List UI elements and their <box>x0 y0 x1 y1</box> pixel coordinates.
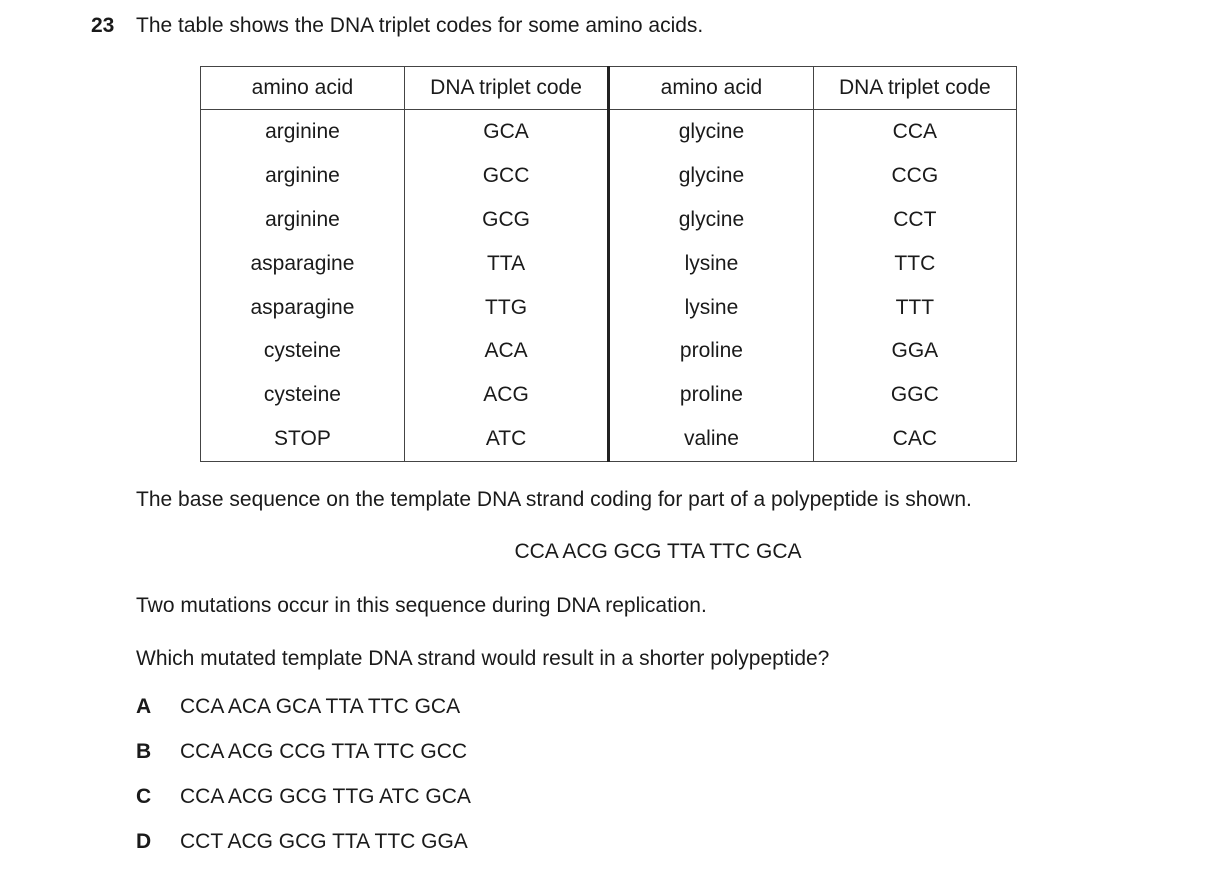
table-cell: CCG <box>812 153 1018 198</box>
table-cell: glycine <box>608 109 814 154</box>
option-text: CCA ACG GCG TTG ATC GCA <box>180 785 471 808</box>
table-cell: glycine <box>608 153 814 198</box>
table-cell: CCT <box>812 197 1018 242</box>
table-cell: GGA <box>812 329 1018 374</box>
table-cell: TTA <box>403 241 611 286</box>
triplet-code-table: amino acid DNA triplet code amino acid D… <box>200 66 1018 463</box>
table-row: asparagine TTA lysine TTC <box>200 241 1018 286</box>
table-cell: ATC <box>403 417 611 463</box>
mutation-statement: Two mutations occur in this sequence dur… <box>136 594 707 617</box>
table-row: STOP ATC valine CAC <box>200 417 1018 463</box>
table-cell: arginine <box>200 197 405 242</box>
table-cell: arginine <box>200 153 405 198</box>
table-cell: TTG <box>403 285 611 330</box>
option-b[interactable]: B CCA ACG CCG TTA TTC GCC <box>136 740 467 764</box>
table-cell: CCA <box>812 109 1018 154</box>
table-cell: asparagine <box>200 285 405 330</box>
option-letter: A <box>136 695 152 718</box>
table-cell: cysteine <box>200 373 405 418</box>
column-header: DNA triplet code <box>812 66 1018 110</box>
table-cell: ACG <box>403 373 611 418</box>
table-cell: GCC <box>403 153 611 198</box>
table-cell: valine <box>608 417 814 463</box>
option-letter: C <box>136 785 152 808</box>
table-cell: asparagine <box>200 241 405 286</box>
column-header: amino acid <box>200 66 405 110</box>
dna-sequence: CCA ACG GCG TTA TTC GCA <box>514 540 802 563</box>
table-header-row: amino acid DNA triplet code amino acid D… <box>200 66 1018 110</box>
table-cell: ACA <box>403 329 611 374</box>
question-number: 23 <box>91 14 115 37</box>
option-text: CCA ACG CCG TTA TTC GCC <box>180 740 468 763</box>
column-header: amino acid <box>608 66 814 110</box>
option-text: CCT ACG GCG TTA TTC GGA <box>180 830 468 853</box>
option-d[interactable]: D CCT ACG GCG TTA TTC GGA <box>136 830 468 854</box>
table-cell: lysine <box>608 241 814 286</box>
sequence-intro: The base sequence on the template DNA st… <box>136 488 972 511</box>
option-letter: B <box>136 740 152 763</box>
option-text: CCA ACA GCA TTA TTC GCA <box>180 695 461 718</box>
table-row: arginine GCG glycine CCT <box>200 197 1018 242</box>
option-a[interactable]: A CCA ACA GCA TTA TTC GCA <box>136 695 460 719</box>
table-cell: GGC <box>812 373 1018 418</box>
table-cell: GCA <box>403 109 611 154</box>
table-cell: TTT <box>812 285 1018 330</box>
table-row: arginine GCC glycine CCG <box>200 153 1018 198</box>
table-cell: TTC <box>812 241 1018 286</box>
table-row: cysteine ACG proline GGC <box>200 373 1018 418</box>
table-cell: glycine <box>608 197 814 242</box>
table-cell: proline <box>608 373 814 418</box>
table-cell: STOP <box>200 417 405 463</box>
table-cell: arginine <box>200 109 405 154</box>
question-stem: The table shows the DNA triplet codes fo… <box>136 14 704 37</box>
table-cell: proline <box>608 329 814 374</box>
question-prompt: Which mutated template DNA strand would … <box>136 647 830 670</box>
table-row: cysteine ACA proline GGA <box>200 329 1018 374</box>
table-cell: lysine <box>608 285 814 330</box>
table-cell: cysteine <box>200 329 405 374</box>
table-cell: GCG <box>403 197 611 242</box>
option-c[interactable]: C CCA ACG GCG TTG ATC GCA <box>136 785 471 809</box>
option-letter: D <box>136 830 152 853</box>
table-row: arginine GCA glycine CCA <box>200 109 1018 154</box>
column-header: DNA triplet code <box>403 66 611 110</box>
table-row: asparagine TTG lysine TTT <box>200 285 1018 330</box>
table-cell: CAC <box>812 417 1018 463</box>
